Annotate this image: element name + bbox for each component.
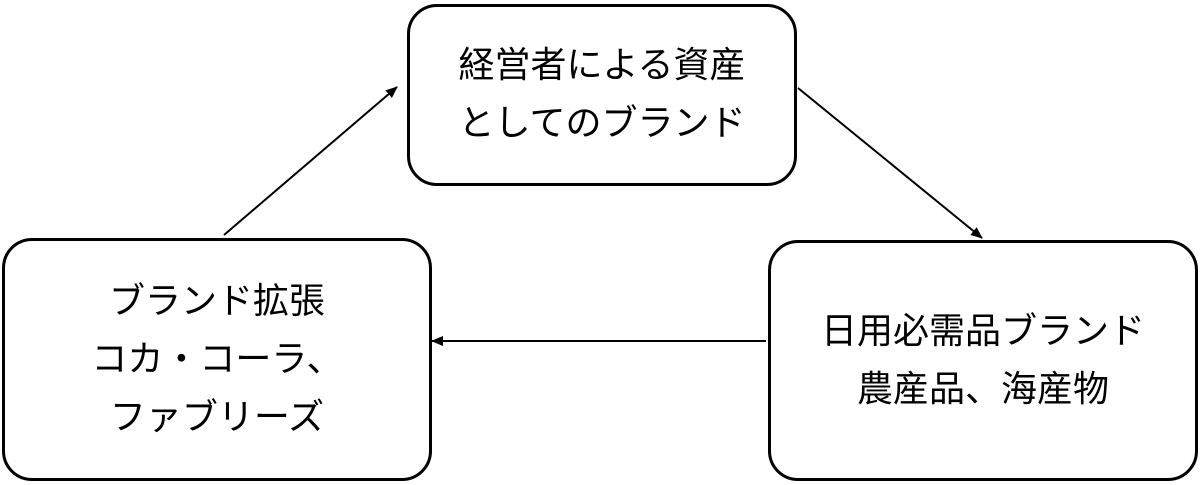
node-top-line-2: としてのブランド: [458, 103, 746, 144]
node-right-line-2: 農産品、海産物: [856, 368, 1109, 410]
node-top-line-1: 経営者による資産: [458, 45, 746, 86]
node-left-line-2: コカ・コーラ、: [91, 338, 343, 380]
node-brand-as-asset: 経営者による資産 としてのブランド: [407, 4, 797, 186]
arrow-top-to-right: [797, 87, 983, 239]
node-left-line-3: ファブリーズ: [109, 396, 325, 438]
node-brand-extension: ブランド拡張 コカ・コーラ、 ファブリーズ: [2, 238, 432, 481]
node-daily-necessities-brand: 日用必需品ブランド 農産品、海産物: [768, 240, 1198, 481]
node-left-line-1: ブランド拡張: [108, 280, 325, 322]
node-right-line-1: 日用必需品ブランド: [820, 310, 1145, 352]
arrow-left-to-top: [223, 86, 398, 236]
